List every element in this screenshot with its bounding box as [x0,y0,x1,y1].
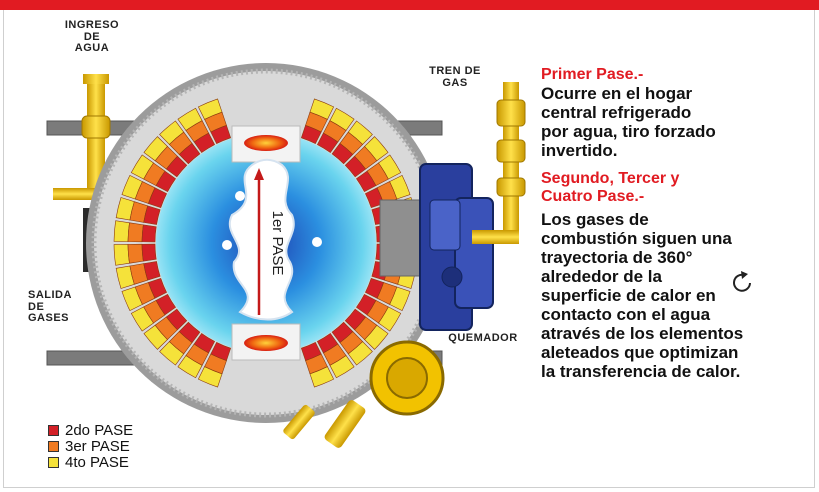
second-pass-ring-segment [148,277,168,299]
frame-border [3,10,815,488]
water-inlet-label: INGRESO DE AGUA [64,19,120,55]
second-pass-ring-segment [143,205,161,225]
second-pass-ring-segment [193,333,216,354]
legend-label: 2do PASE [65,421,134,439]
description-panel: Primer Pase.- Ocurre en el hogar central… [541,66,811,381]
top-accent-bar [0,0,819,10]
lower-valve-assembly [283,340,445,448]
rotation-icon [733,271,751,292]
gas-train-pipe [472,82,526,244]
third-pass-ring-segment [127,222,144,243]
fourth-pass-ring-segment [113,244,130,266]
first-pass-text: Ocurre en el hogar central refrigerado p… [541,84,716,160]
legend: 2do PASE 3er PASE 4to PASE [48,421,134,471]
gas-train-label: TREN DE GAS [429,65,481,89]
second-pass-ring-segment [300,125,322,145]
legend-item: 3er PASE [48,437,133,455]
legend-label: 4to PASE [65,453,129,471]
second-pass-ring-segment [331,321,354,344]
second-pass-ring-segment [300,341,322,361]
tube-hole [235,191,245,201]
second-pass-ring-segment [356,170,377,193]
legend-label: 3er PASE [65,437,130,455]
second-pass-ring-segment [155,170,176,193]
second-pass-ring-segment [316,333,339,354]
burner-label: QUEMADOR [448,332,518,344]
second-pass-ring-segment [178,321,201,344]
second-pass-ring-segment [331,142,354,165]
second-pass-ring-segment [356,293,377,316]
second-pass-ring-segment [143,261,161,281]
legend-item: 4to PASE [48,453,133,471]
top-flame [244,135,288,151]
second-pass-ring-segment [193,132,216,153]
second-pass-ring-segment [141,243,157,262]
fourth-pass-ring-segment [113,220,130,242]
first-pass-heading: Primer Pase.- [541,66,644,83]
legend-swatch-2nd-pass [48,424,59,436]
third-pass-ring-segment [127,243,144,264]
second-pass-ring-segment [344,308,367,331]
other-passes-text: Los gases de combustión siguen una traye… [541,210,744,381]
first-pass-label: 1er PASE [269,211,286,276]
second-pass-ring-segment [165,155,188,178]
legend-item: 2do PASE [48,421,134,439]
tube-hole [222,240,232,250]
other-passes-heading: Segundo, Tercer y Cuatro Pase.- [541,170,680,205]
second-pass-ring-segment [165,308,188,331]
legend-swatch-4th-pass [48,456,59,468]
burner-unit [419,163,494,331]
second-pass-ring-segment [210,125,232,145]
gas-outlet-label: SALIDA DE GASES [28,289,72,325]
second-pass-ring-segment [210,341,232,361]
second-pass-ring-segment [316,132,339,153]
second-pass-ring-segment [344,155,367,178]
second-pass-ring-segment [364,277,384,299]
first-pass-furnace [228,158,295,321]
tube-hole [312,237,322,247]
burner-adapter [379,199,426,277]
second-pass-ring-segment [141,224,157,243]
second-pass-ring-segment [178,142,201,165]
second-pass-ring-segment [148,187,168,209]
second-pass-ring-segment [364,187,384,209]
first-pass-arrowhead [254,168,264,180]
legend-swatch-3rd-pass [48,440,59,452]
second-pass-ring-segment [155,293,176,316]
bottom-flame [244,335,288,351]
